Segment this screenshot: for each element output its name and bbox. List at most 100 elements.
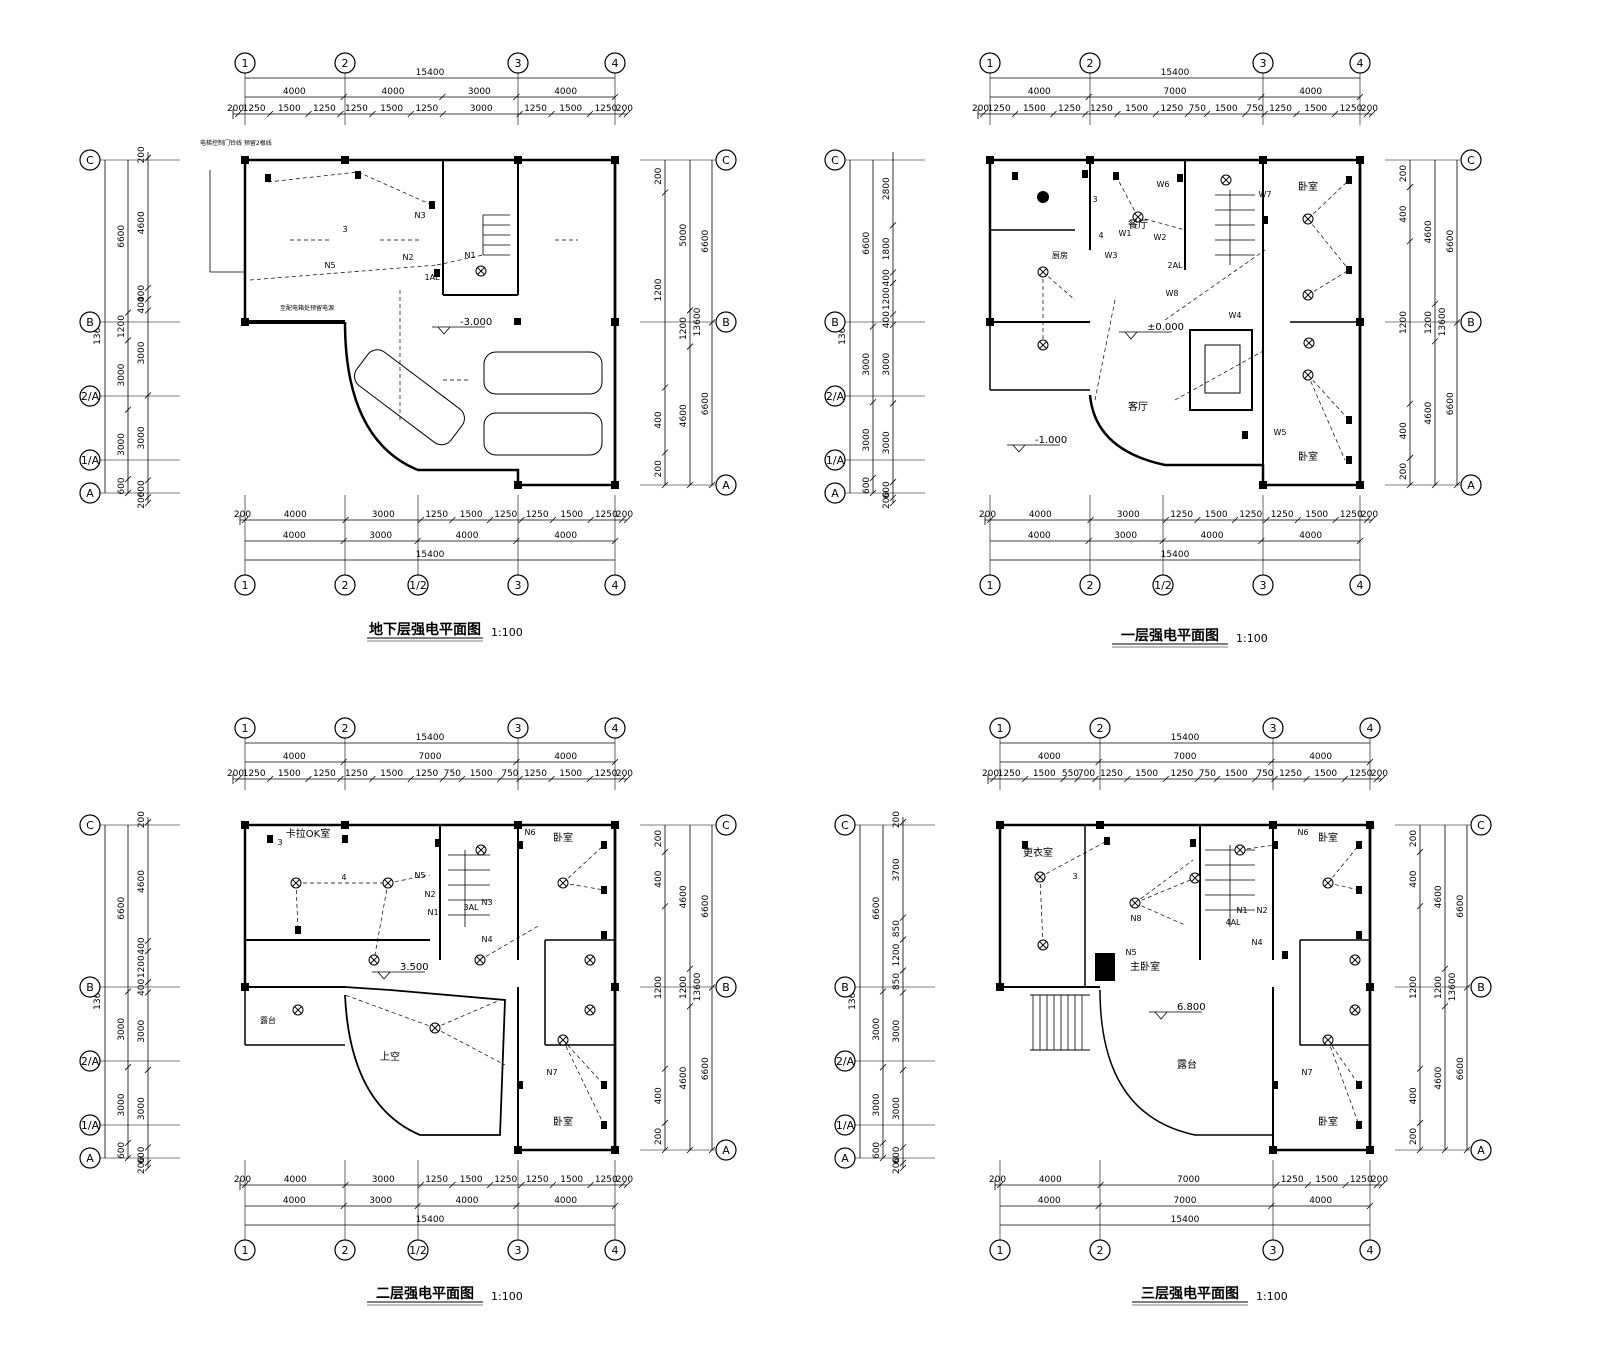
structural-column (241, 821, 249, 829)
top-detail-dim-tick (407, 775, 415, 783)
top-detail-dim-value: 1500 (559, 104, 582, 114)
circuit-label: W3 (1105, 251, 1118, 260)
left-axis-bubble: 2/A (81, 1055, 100, 1068)
structural-column (1259, 481, 1267, 489)
left-axis-bubble: C (831, 154, 839, 167)
left-inner-dim-tick (144, 499, 152, 507)
bottom-detail-dim-value: 3000 (1117, 510, 1140, 520)
circuit-label: 4AL (1225, 918, 1241, 927)
level-value: -1.000 (1035, 435, 1067, 446)
left-inner-dim-value: 400 (882, 269, 892, 286)
light-cross (559, 1036, 567, 1044)
left-inner-dim-tick (144, 989, 152, 996)
light-cross (1222, 176, 1230, 184)
plan-scale: 1:100 (1256, 1290, 1288, 1303)
bottom-axis-bubble: 3 (1270, 1244, 1277, 1257)
left-inner-dim-value: 600 (892, 1146, 902, 1163)
room-label: 卧室 (1318, 831, 1338, 844)
circuit-wire (562, 882, 605, 891)
left-outer-dim-value: 6600 (117, 897, 127, 920)
right-mid-dim-value: 6600 (701, 392, 711, 415)
left-axis-bubble: 1/A (81, 454, 100, 467)
room-label: 厨房 (1052, 250, 1068, 260)
right-axis-bubble-circle (1460, 149, 1482, 171)
bottom-detail-dim-value: 1250 (425, 1175, 448, 1185)
wiring-layer (1042, 175, 1350, 461)
bottom-detail-dim-value: 7000 (1177, 1175, 1200, 1185)
dim-tick (513, 1202, 520, 1210)
right-outer-dim-tick (1441, 1002, 1449, 1010)
top-detail-dim-value: 1250 (988, 104, 1011, 114)
ceiling-light-icon (1037, 266, 1049, 278)
top-detail-dim-value: 1500 (380, 104, 403, 114)
drawing-note: 至配电箱处预留电源 (280, 304, 334, 312)
structural-column (996, 821, 1004, 829)
bottom-bay-dim: 3000 (1114, 531, 1137, 541)
top-detail-dim-tick (623, 775, 631, 783)
top-detail-dim-tick (1303, 775, 1310, 783)
bottom-detail-dim-value: 1250 (1239, 510, 1262, 520)
top-detail-dim-tick (1261, 110, 1268, 118)
right-outer-dim-value: 4600 (1424, 401, 1434, 424)
top-detail-dim-tick (623, 110, 631, 118)
circuit-wire (1327, 882, 1360, 891)
right-inner-dim-tick (1416, 1065, 1424, 1073)
structural-column (611, 481, 619, 489)
bottom-detail-dim-value: 1250 (595, 1175, 618, 1185)
right-mid-dim-value: 6600 (1446, 230, 1456, 253)
ceiling-light-icon (1349, 954, 1361, 966)
left-inner-dim-value: 400 (137, 285, 147, 302)
left-inner-dim-tick (899, 818, 907, 826)
light-cross (559, 879, 567, 887)
dim-tick (340, 1202, 347, 1210)
top-detail-dim-tick (1363, 110, 1371, 118)
circuit-wire (434, 999, 501, 1029)
bottom-overall-dim: 15400 (416, 1215, 445, 1225)
right-inner-dim-tick (1416, 848, 1424, 856)
top-detail-dim-tick (586, 775, 594, 783)
top-detail-dim-tick (1114, 110, 1121, 118)
ceiling-light-icon (368, 954, 380, 966)
top-detail-dim-value: 1250 (313, 104, 336, 114)
left-inner-dim-tick (889, 222, 897, 229)
bottom-axis-bubble: 1/2 (409, 579, 427, 592)
top-axis-bubble: 3 (1270, 722, 1277, 735)
top-detail-dim-tick (1213, 775, 1221, 783)
bottom-detail-dim-value: 200 (989, 1175, 1006, 1185)
structural-column (241, 318, 249, 326)
left-inner-dim-value: 4600 (137, 211, 147, 234)
left-outer-dim-tick (879, 1139, 887, 1147)
circuit-wire (1327, 1039, 1360, 1086)
bottom-detail-dim-tick (1373, 1181, 1381, 1189)
stair-treads (482, 214, 510, 256)
left-inner-dim-tick (144, 284, 152, 292)
left-axis-bubble: A (86, 487, 94, 500)
top-detail-dim-value: 1250 (1100, 769, 1123, 779)
circuit-wire (1039, 876, 1044, 946)
plan-title: 地下层强电平面图 (369, 621, 481, 638)
top-detail-dim-value: 1250 (415, 104, 438, 114)
left-axis-bubble: B (841, 981, 849, 994)
wall-socket-icon (355, 171, 361, 179)
right-inner-dim-value: 200 (1409, 1128, 1419, 1145)
right-outer-dim-value: 4600 (1434, 885, 1444, 908)
left-inner-dim-tick (899, 967, 907, 974)
right-outer-dim-value: 4600 (679, 885, 689, 908)
top-detail-dim-value: 1250 (313, 769, 336, 779)
bottom-detail-dim-tick (1087, 516, 1094, 524)
bottom-detail-dim-tick (587, 516, 594, 524)
circuit-label: 3 (1072, 872, 1077, 881)
wall-socket-icon (342, 835, 348, 843)
right-outer-dim-tick (1431, 337, 1439, 345)
right-inner-dim-tick (661, 384, 669, 391)
left-outer-dim-tick (869, 474, 877, 482)
left-axis-bubble: C (86, 819, 94, 832)
right-inner-dim-value: 1200 (654, 278, 664, 301)
right-inner-dim-tick (661, 1119, 669, 1127)
circuit-wire (373, 882, 389, 961)
top-detail-dim-value: 1500 (470, 769, 493, 779)
structural-column (1356, 156, 1364, 164)
circuit-wire (295, 882, 299, 931)
